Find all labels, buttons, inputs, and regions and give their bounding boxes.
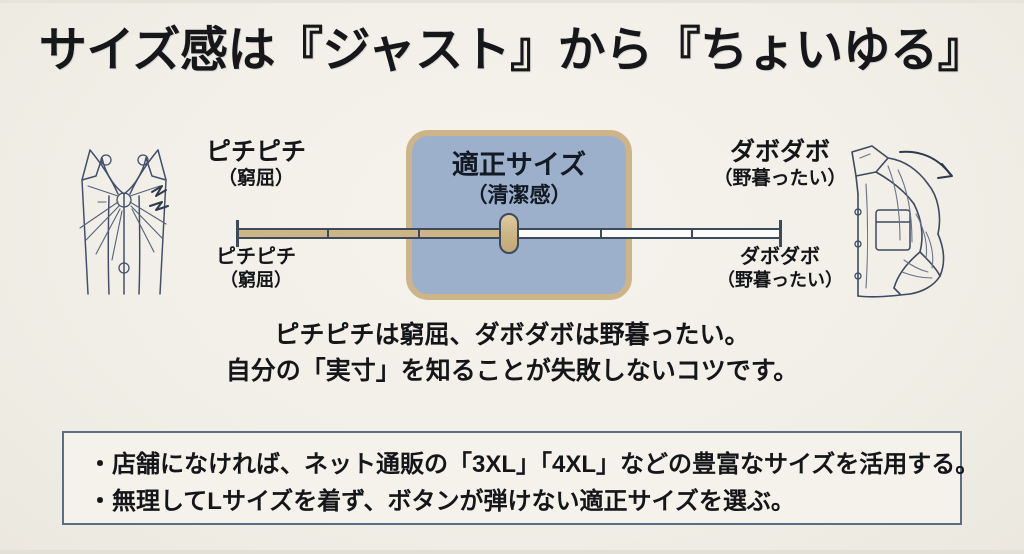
left-top-label-main: ピチピチ <box>205 138 306 166</box>
left-bottom-label-main: ピチピチ <box>216 246 296 268</box>
proper-size-subtitle: （清潔感） <box>466 184 572 208</box>
slide-bottom-edge <box>0 550 1024 554</box>
slider-tick <box>690 228 693 239</box>
slider-tick <box>600 228 603 239</box>
left-top-label: ピチピチ （窮屈） <box>186 138 326 191</box>
slider-right-endcap <box>779 220 782 247</box>
right-bottom-label-sub: （野暮ったい） <box>717 270 843 290</box>
right-bottom-label: ダボダボ （野暮ったい） <box>700 246 860 292</box>
size-scale-diagram: 適正サイズ （清潔感） ピチピチ （窮屈） ダボダボ （野暮ったい） ピチピチ … <box>0 118 1024 308</box>
size-slider[interactable] <box>236 213 782 254</box>
left-bottom-label: ピチピチ （窮屈） <box>186 246 326 292</box>
note-item: ・無理してLサイズを着ず、ボタンが弾けない適正サイズを選ぶ。 <box>88 488 795 516</box>
slider-thumb[interactable] <box>499 213 519 254</box>
tight-shirt-illustration <box>62 136 188 300</box>
right-top-label: ダボダボ （野暮ったい） <box>700 138 860 191</box>
slide-top-edge <box>0 0 1024 3</box>
proper-size-title: 適正サイズ <box>451 150 587 180</box>
note-item: ・店舗になければ、ネット通販の「3XL」「4XL」などの豊富なサイズを活用する。 <box>88 451 980 478</box>
left-top-label-sub: （窮屈） <box>217 167 294 189</box>
right-top-label-main: ダボダボ <box>729 138 830 166</box>
proper-size-box: 適正サイズ （清潔感） <box>406 130 632 300</box>
body-line-2: 自分の「実寸」を知ることが失敗しないコツです。 <box>225 356 799 385</box>
slider-track-fill <box>236 228 509 239</box>
proper-size-box-text: 適正サイズ （清潔感） <box>412 150 626 208</box>
slider-tick <box>327 228 330 239</box>
slider-left-endcap <box>236 220 239 247</box>
slider-tick <box>417 228 420 239</box>
left-bottom-label-sub: （窮屈） <box>220 270 292 290</box>
right-bottom-label-main: ダボダボ <box>740 246 820 268</box>
notes-box: ・店舗になければ、ネット通販の「3XL」「4XL」などの豊富なサイズを活用する。… <box>62 431 980 525</box>
body-line-1: ピチピチは窮屈、ダボダボは野暮ったい。 <box>274 321 750 349</box>
body-paragraph: ピチピチは窮屈、ダボダボは野暮ったい。 自分の「実寸」を知ることが失敗しないコツ… <box>0 318 1024 389</box>
page-title: サイズ感は『ジャスト』から『ちょいゆる』 <box>38 24 986 77</box>
right-top-label-sub: （野暮ったい） <box>713 167 847 189</box>
loose-shirt-illustration <box>842 136 978 300</box>
